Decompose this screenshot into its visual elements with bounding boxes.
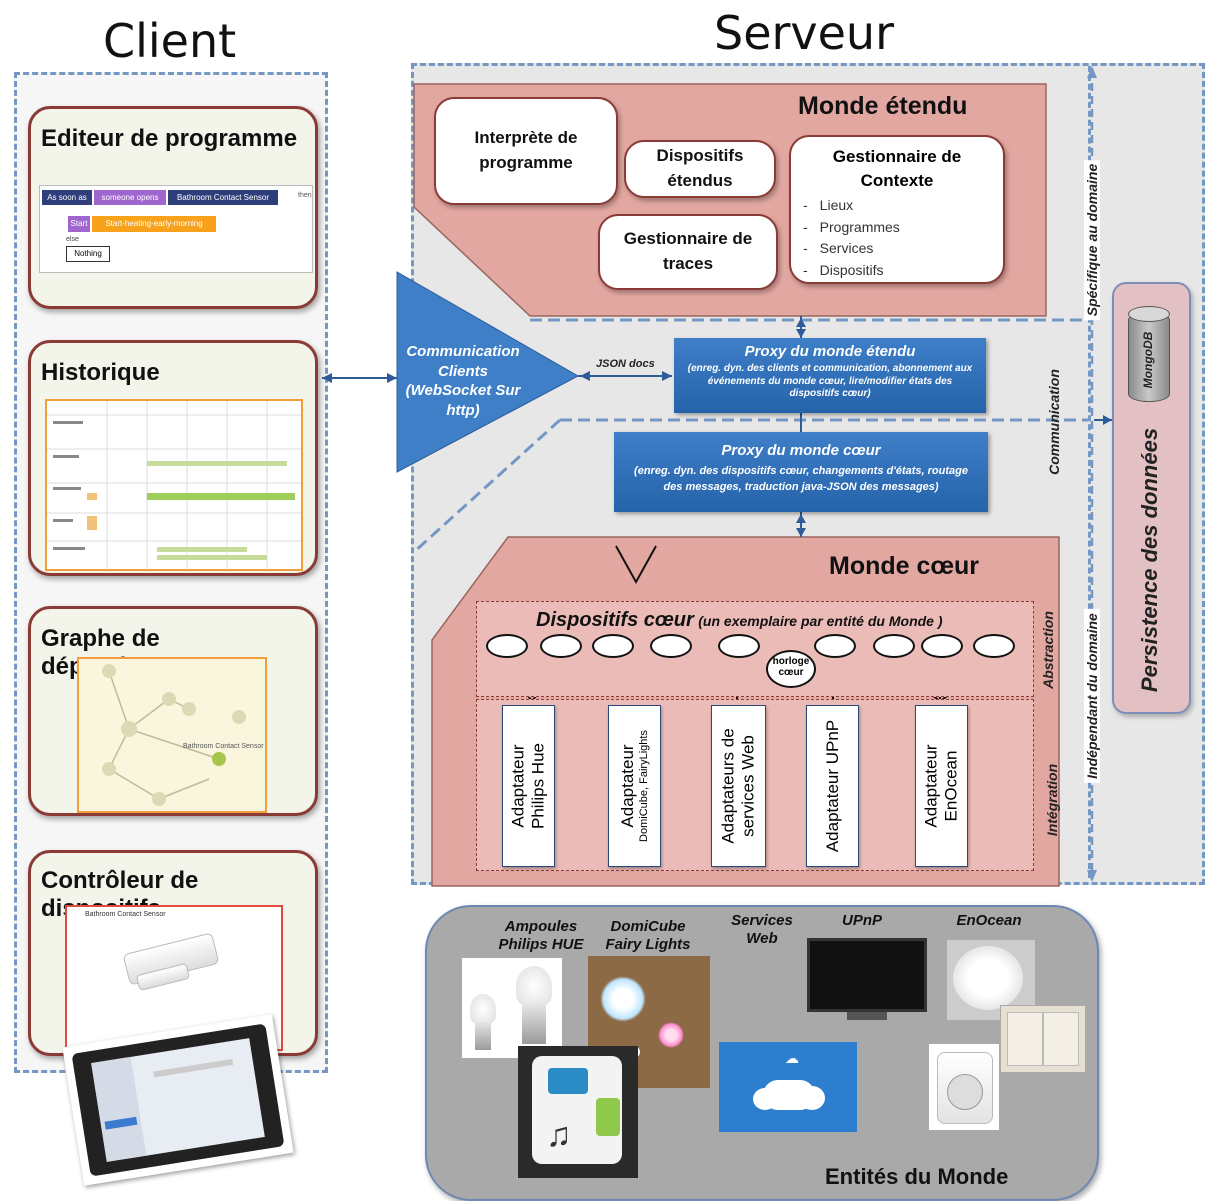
- json-docs-label: JSON docs: [596, 358, 655, 370]
- dispositifs-etendus-box: Dispositifs étendus: [624, 140, 776, 198]
- adapter-web-label: Adaptateurs de services Web: [718, 728, 758, 844]
- services-web-image: ☁: [719, 1042, 857, 1132]
- proxy-etendu-box: Proxy du monde étendu (enreg. dyn. des c…: [674, 338, 986, 413]
- upnp-tv-image: [807, 938, 927, 1026]
- monde-etendu-title: Monde étendu: [798, 92, 968, 120]
- adapter-services-web: Adaptateurs de services Web: [711, 705, 766, 867]
- entite-label-domicube: DomiCube Fairy Lights: [605, 918, 691, 953]
- mongodb-cylinder: [1128, 312, 1170, 402]
- client-header: Client: [103, 14, 237, 68]
- persistence-title: Persistence des données: [1137, 427, 1162, 693]
- contexte-item-dispositifs: -Dispositifs: [803, 261, 884, 278]
- gestionnaire-traces-label: Gestionnaire de traces: [623, 229, 753, 273]
- editeur-start: Start: [68, 216, 90, 232]
- proxy-coeur-desc: (enreg. dyn. des dispositifs cœur, chang…: [634, 465, 968, 493]
- communication-triangle: [396, 271, 580, 473]
- domicube-image: ♫: [518, 1046, 638, 1178]
- proxy-etendu-title: Proxy du monde étendu: [744, 343, 916, 360]
- graphe-screenshot: Bathroom Contact Sensor: [77, 657, 267, 813]
- editeur-block-3: Bathroom Contact Sensor: [168, 190, 278, 205]
- horloge-label: horloge cœur: [772, 656, 810, 678]
- contexte-item-services: -Services: [803, 240, 874, 256]
- persistence-box: [1112, 282, 1191, 714]
- dispositifs-etendus-label: Dispositifs étendus: [656, 146, 744, 190]
- dispositifs-coeur-title: Dispositifs cœur (un exemplaire par enti…: [536, 609, 943, 632]
- entites-title: Entités du Monde: [825, 1164, 1009, 1189]
- entite-label-philips: Ampoules Philips HUE: [498, 918, 584, 953]
- monde-coeur-title: Monde cœur: [829, 552, 979, 580]
- label-abstraction: Abstraction: [1040, 611, 1056, 689]
- device-ellipse-9: [973, 634, 1015, 658]
- device-ellipse-8: [921, 634, 963, 658]
- editeur-block-2: someone opens: [94, 190, 166, 205]
- proxy-coeur-title: Proxy du monde cœur: [721, 442, 881, 459]
- enocean-plug-image: [929, 1044, 999, 1130]
- adapter-philips-hue: Adaptateur Philips Hue: [502, 705, 555, 867]
- editeur-block-1: As soon as: [42, 190, 92, 205]
- communication-label: Communication Clients (WebSocket Sur htt…: [405, 343, 521, 419]
- contexte-item-lieux: -Lieux: [803, 197, 854, 213]
- server-divider-1: [1088, 66, 1091, 878]
- horloge-ellipse: horloge cœur: [766, 650, 816, 688]
- adapter-philips-label: Adaptateur Philips Hue: [508, 743, 548, 829]
- editeur-else: else: [66, 236, 79, 243]
- historique-title: Historique: [41, 359, 160, 386]
- graphe-panel: Graphe de dépendences Bathroom Contact S…: [28, 606, 318, 816]
- historique-timeline: [47, 401, 301, 569]
- graphe-network: [102, 664, 246, 806]
- device-ellipse-2: [540, 634, 582, 658]
- gestionnaire-contexte-box: Gestionnaire de Contexte -Lieux -Program…: [789, 135, 1005, 284]
- entite-label-services-web: Services Web: [731, 912, 793, 947]
- device-ellipse-4: [650, 634, 692, 658]
- label-independant: Indépendant du domaine: [1084, 609, 1100, 783]
- controleur-panel: Contrôleur de dispositifs Bathroom Conta…: [28, 850, 318, 1056]
- entite-label-upnp: UPnP: [841, 912, 882, 929]
- enocean-switch-image: [1000, 1005, 1086, 1073]
- controleur-device-name: Bathroom Contact Sensor: [85, 911, 166, 918]
- adapter-upnp: Adaptateur UPnP: [806, 705, 859, 867]
- philips-hue-image: [462, 958, 562, 1058]
- device-ellipse-5: [718, 634, 760, 658]
- contexte-item-programmes: -Programmes: [803, 218, 900, 235]
- serveur-header: Serveur: [714, 6, 895, 60]
- mongodb-label: MongoDB: [1141, 331, 1155, 389]
- adapter-upnp-label: Adaptateur UPnP: [822, 719, 842, 853]
- historique-screenshot: [45, 399, 303, 571]
- editeur-then: then: [298, 192, 312, 199]
- editeur-nothing: Nothing: [66, 246, 110, 262]
- proxy-coeur-box: Proxy du monde cœur (enreg. dyn. des dis…: [614, 432, 988, 512]
- gestionnaire-traces-box: Gestionnaire de traces: [598, 214, 778, 290]
- device-ellipse-3: [592, 634, 634, 658]
- gestionnaire-contexte-title: Gestionnaire de Contexte: [832, 147, 962, 190]
- device-ellipse-7: [873, 634, 915, 658]
- entite-label-enocean: EnOcean: [956, 912, 1022, 929]
- adapter-enocean-label: Adaptateur EnOcean: [921, 744, 961, 828]
- adapter-enocean: Adaptateur EnOcean: [915, 705, 968, 867]
- interprete-label: Interprète de programme: [474, 128, 578, 172]
- dispositifs-coeur-note: (un exemplaire par entité du Monde ): [698, 613, 943, 629]
- editeur-title: Editeur de programme: [41, 125, 298, 152]
- mongodb-top: [1128, 306, 1170, 322]
- proxy-etendu-desc: (enreg. dyn. des clients et communicatio…: [687, 363, 973, 399]
- label-integration: Intégration: [1044, 763, 1060, 837]
- dispositifs-coeur-label: Dispositifs cœur: [536, 609, 694, 631]
- editeur-screenshot: As soon as someone opens Bathroom Contac…: [39, 185, 313, 273]
- graphe-node-label: Bathroom Contact Sensor: [183, 743, 264, 750]
- label-communication: Communication: [1046, 369, 1062, 475]
- editeur-panel: Editeur de programme As soon as someone …: [28, 106, 318, 309]
- interprete-box: Interprète de programme: [434, 97, 618, 205]
- label-specifique: Spécifique au domaine: [1084, 159, 1100, 321]
- editeur-action: Start-heating-early-morning: [92, 216, 216, 232]
- device-ellipse-1: [486, 634, 528, 658]
- device-ellipse-6: [814, 634, 856, 658]
- historique-panel: Historique: [28, 340, 318, 576]
